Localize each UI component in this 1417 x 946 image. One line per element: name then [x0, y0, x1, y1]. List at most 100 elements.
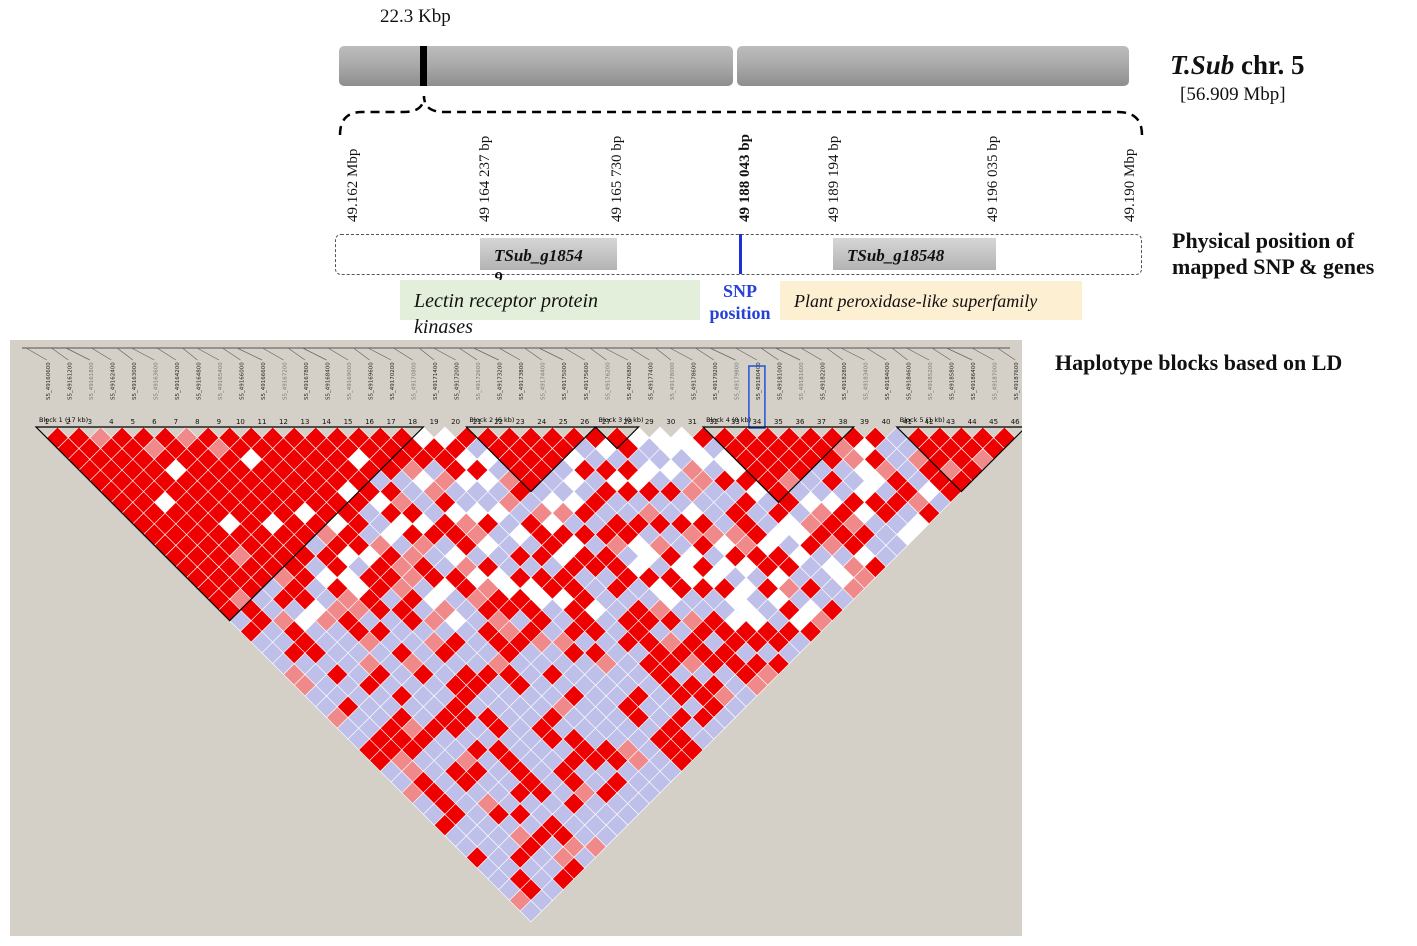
position-label-5: 49 189 194 bp: [826, 135, 842, 222]
snp-index-label: 39: [860, 418, 869, 426]
snp-connector: [800, 347, 822, 361]
snp-name-label: S5_49187600: [1014, 362, 1020, 400]
snp-index-label: 30: [666, 418, 675, 426]
snp-name-label: S5_49168400: [326, 362, 332, 400]
snp-connector: [236, 347, 263, 361]
snp-index-label: 21: [473, 418, 482, 426]
gene-track: [335, 234, 1142, 275]
snp-connector: [498, 347, 521, 361]
snp-connector: [695, 347, 715, 361]
snp-name-label: S5_49164200: [175, 362, 181, 400]
snp-name-label: S5_49179800: [734, 362, 740, 400]
snp-name-label: S5_49180400: [756, 362, 762, 400]
snp-index-label: 42: [925, 418, 934, 426]
snp-connector: [367, 347, 392, 361]
snp-connector: [604, 347, 628, 361]
snp-connector: [458, 347, 478, 361]
snp-index-label: 7: [174, 418, 178, 426]
haplotype-block-outline: [464, 426, 597, 493]
snp-name-label: S5_49182800: [842, 362, 848, 400]
snp-connector: [709, 347, 736, 361]
gene-tsub-g18548: TSub_g18548: [833, 238, 996, 270]
snp-connector: [564, 347, 585, 361]
chromosome-arm-p: [339, 46, 733, 86]
snp-name-label: S5_49170800: [412, 362, 418, 400]
snp-name-label: S5_49169600: [369, 362, 375, 400]
snp-index-label: 2: [66, 418, 70, 426]
snp-name-label: S5_49166000: [239, 362, 245, 400]
haplotype-title: Haplotype blocks based on LD: [1055, 350, 1343, 375]
snp-name-label: S5_49172000: [455, 362, 461, 400]
snp-index-label: 33: [731, 418, 740, 426]
snp-name-label: S5_49181600: [799, 362, 805, 400]
snp-name-label: S5_49185800: [950, 362, 956, 400]
snp-connector: [418, 347, 435, 361]
snp-index-label: 13: [301, 418, 310, 426]
snp-index-label: 5: [131, 418, 135, 426]
snp-index-label: 36: [795, 418, 804, 426]
snp-name-label: S5_49176800: [627, 362, 633, 400]
snp-connector: [156, 347, 177, 361]
haplotype-block-label: Block 2 (6 kb): [469, 416, 514, 424]
haplotype-block-label: Block 3 (0 kb): [599, 416, 644, 424]
snp-index-label: 19: [430, 418, 439, 426]
snp-connector: [116, 347, 134, 361]
snp-index-label: 38: [839, 418, 848, 426]
haplotype-block-outline: [895, 426, 1022, 493]
snp-connector: [760, 347, 779, 361]
region-bracket: [338, 95, 1144, 136]
snp-connector: [287, 347, 306, 361]
haplotype-block-outline: [34, 426, 425, 622]
snp-index-label: 17: [387, 418, 396, 426]
snp-name-label: S5_49170200: [390, 362, 396, 400]
haplotype-block-label: Block 4 (0 kb): [706, 416, 751, 424]
snp-name-label: S5_49165400: [218, 362, 224, 400]
snp-name-label: S5_49175000: [562, 362, 568, 400]
snp-connector: [473, 347, 499, 361]
snp-connector: [131, 347, 155, 361]
snp-name-label: S5_49178000: [670, 362, 676, 400]
snp-index-label: 46: [1011, 418, 1020, 426]
snp-connector: [65, 347, 90, 361]
snp-name-label: S5_49160600: [46, 362, 52, 400]
snp-name-label: S5_49178600: [691, 362, 697, 400]
snp-name-label: S5_49164800: [196, 362, 202, 400]
snp-connector: [327, 347, 349, 361]
snp-name-label: S5_49174400: [541, 362, 547, 400]
snp-name-label: S5_49163600: [153, 362, 159, 400]
highlighted-snp-box: [748, 365, 766, 429]
snp-connector: [775, 347, 801, 361]
snp-name-label: S5_49177400: [648, 362, 654, 400]
snp-connector: [655, 347, 672, 361]
haplotype-block-label: Block 5 (1 kb): [900, 416, 945, 424]
snp-connector: [840, 347, 865, 361]
snp-name-label: S5_49184600: [907, 362, 913, 400]
haplotype-block-outline: [701, 426, 856, 504]
snp-connector: [735, 347, 758, 361]
snp-name-label: S5_49181000: [777, 362, 783, 400]
snp-index-label: 28: [623, 418, 632, 426]
snp-index-label: 43: [946, 418, 955, 426]
snp-connector: [906, 347, 930, 361]
physical-position-title: Physical position of mapped SNP & genes: [1172, 228, 1375, 279]
snp-name-label: S5_49185200: [928, 362, 934, 400]
snp-connector: [931, 347, 951, 361]
snp-connector: [524, 347, 542, 361]
snp-connector: [866, 347, 887, 361]
snp-name-label: S5_49161800: [89, 362, 95, 400]
snp-marker-line: [739, 234, 742, 274]
position-label-4: 49 188 043 bp: [737, 134, 753, 222]
snp-connector: [891, 347, 908, 361]
snp-index-label: 45: [989, 418, 998, 426]
position-label-7: 49.190 Mbp: [1122, 148, 1138, 222]
snp-index-label: 12: [279, 418, 288, 426]
snp-name-label: S5_49182200: [820, 362, 826, 400]
snp-name-label: S5_49183400: [864, 362, 870, 400]
snp-connector: [25, 347, 47, 361]
snp-index-label: 4: [109, 418, 114, 426]
snp-connector: [971, 347, 994, 361]
chromosome-arm-q: [737, 46, 1129, 86]
haplotype-block-label: Block 1 (17 kb): [39, 416, 88, 424]
snp-index-label: 25: [559, 418, 568, 426]
snp-connector: [997, 347, 1016, 361]
